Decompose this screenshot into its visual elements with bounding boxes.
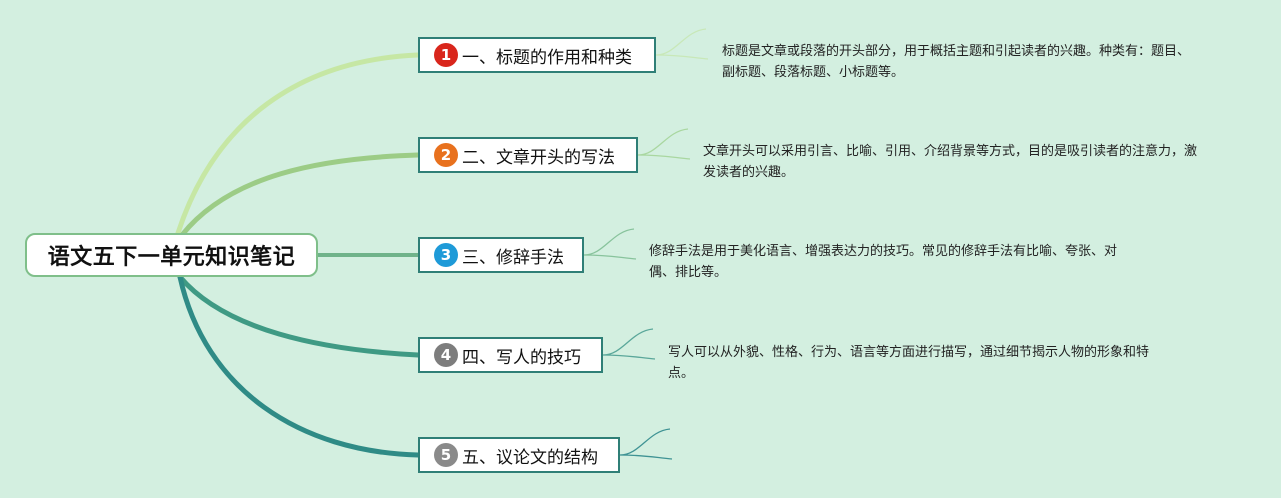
topic-node-5[interactable]: 5 五、议论文的结构 xyxy=(418,437,620,473)
topic-note-2: 文章开头可以采用引言、比喻、引用、介绍背景等方式，目的是吸引读者的注意力，激发读… xyxy=(703,144,1198,180)
note-connector-2 xyxy=(637,128,691,160)
branch-connector-2 xyxy=(179,152,421,238)
priority-1-icon: 1 xyxy=(434,43,458,67)
topic-node-4[interactable]: 4 四、写人的技巧 xyxy=(418,337,603,373)
central-topic-label: 语文五下一单元知识笔记 xyxy=(47,245,296,270)
topic-note-1: 标题是文章或段落的开头部分，用于概括主题和引起读者的兴趣。种类有：题目、副标题、… xyxy=(722,44,1191,80)
topic-node-1[interactable]: 1 一、标题的作用和种类 xyxy=(418,37,656,73)
priority-2-icon: 2 xyxy=(434,143,458,167)
branch-connector-4 xyxy=(177,274,421,358)
topic-note-3: 修辞手法是用于美化语言、增强表达力的技巧。常见的修辞手法有比喻、夸张、对偶、排比… xyxy=(649,244,1118,280)
note-connector-1 xyxy=(655,28,709,60)
topic-label: 四、写人的技巧 xyxy=(462,347,581,368)
note-connector-3 xyxy=(583,228,637,260)
note-connector-5 xyxy=(619,428,673,460)
branch-connector-5 xyxy=(177,274,421,458)
priority-3-icon: 3 xyxy=(434,243,458,267)
topic-label: 二、文章开头的写法 xyxy=(462,147,615,168)
note-connector-4 xyxy=(602,328,656,360)
central-topic[interactable]: 语文五下一单元知识笔记 xyxy=(25,233,318,277)
topic-node-3[interactable]: 3 三、修辞手法 xyxy=(418,237,584,273)
topic-label: 三、修辞手法 xyxy=(462,247,564,268)
topic-label: 五、议论文的结构 xyxy=(462,447,598,468)
priority-4-icon: 4 xyxy=(434,343,458,367)
topic-note-4: 写人可以从外貌、性格、行为、语言等方面进行描写，通过细节揭示人物的形象和特点。 xyxy=(668,345,1150,381)
topic-label: 一、标题的作用和种类 xyxy=(462,47,632,68)
topic-node-2[interactable]: 2 二、文章开头的写法 xyxy=(418,137,638,173)
branch-connector-1 xyxy=(175,52,421,236)
priority-5-icon: 5 xyxy=(434,443,458,467)
